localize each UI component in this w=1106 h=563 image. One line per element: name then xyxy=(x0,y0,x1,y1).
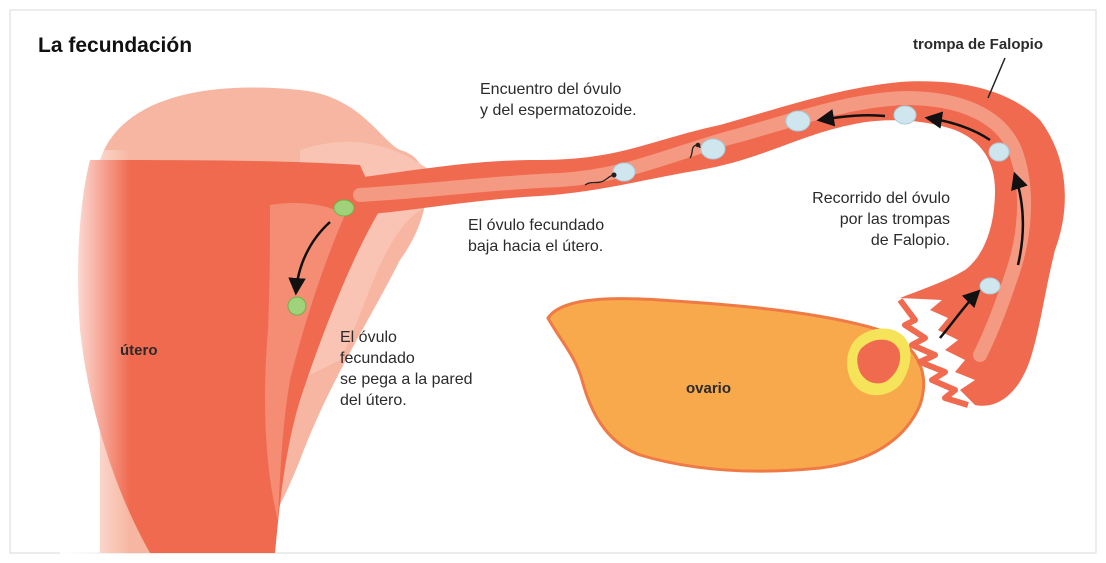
ovum xyxy=(785,110,811,132)
label-utero: útero xyxy=(120,342,158,359)
path-arrow-2 xyxy=(1011,171,1028,266)
ovum xyxy=(612,162,636,182)
uterus-fade xyxy=(60,150,130,560)
figure-frame xyxy=(9,9,1097,554)
path-arrow-4 xyxy=(816,109,886,127)
ovum xyxy=(979,277,1001,295)
follicle-core xyxy=(857,339,901,384)
fimbriae xyxy=(897,298,969,408)
label-pointer xyxy=(987,57,1006,99)
fertilized-ovum xyxy=(287,296,307,316)
label-pega: El óvulo fecundado se pega a la pared de… xyxy=(340,329,473,409)
ovum xyxy=(988,142,1010,162)
path-arrow-3 xyxy=(924,111,991,142)
uterus-cavity xyxy=(265,203,345,520)
ovum xyxy=(893,105,917,125)
tube-lumen xyxy=(353,90,1032,362)
label-ovario: ovario xyxy=(686,380,732,397)
label-encuentro: Encuentro del óvulo y del espermatozoide… xyxy=(480,81,637,119)
label-trompa: trompa de Falopio xyxy=(913,36,1044,53)
sperm-head xyxy=(695,142,701,148)
label-baja: El óvulo fecundado baja hacia el útero. xyxy=(468,217,605,255)
diagram-title: La fecundación xyxy=(38,34,193,57)
path-arrow-5 xyxy=(288,221,331,296)
fallopian-tube xyxy=(340,81,1065,406)
ovum xyxy=(700,138,726,160)
label-recorrido: Recorrido del óvulo por las trompas de F… xyxy=(812,190,950,249)
path-arrow-1 xyxy=(939,289,981,339)
ovary xyxy=(546,297,926,473)
fertilized-ovum xyxy=(333,199,355,217)
sperm-head xyxy=(611,172,617,178)
sperm-icon xyxy=(584,174,614,186)
